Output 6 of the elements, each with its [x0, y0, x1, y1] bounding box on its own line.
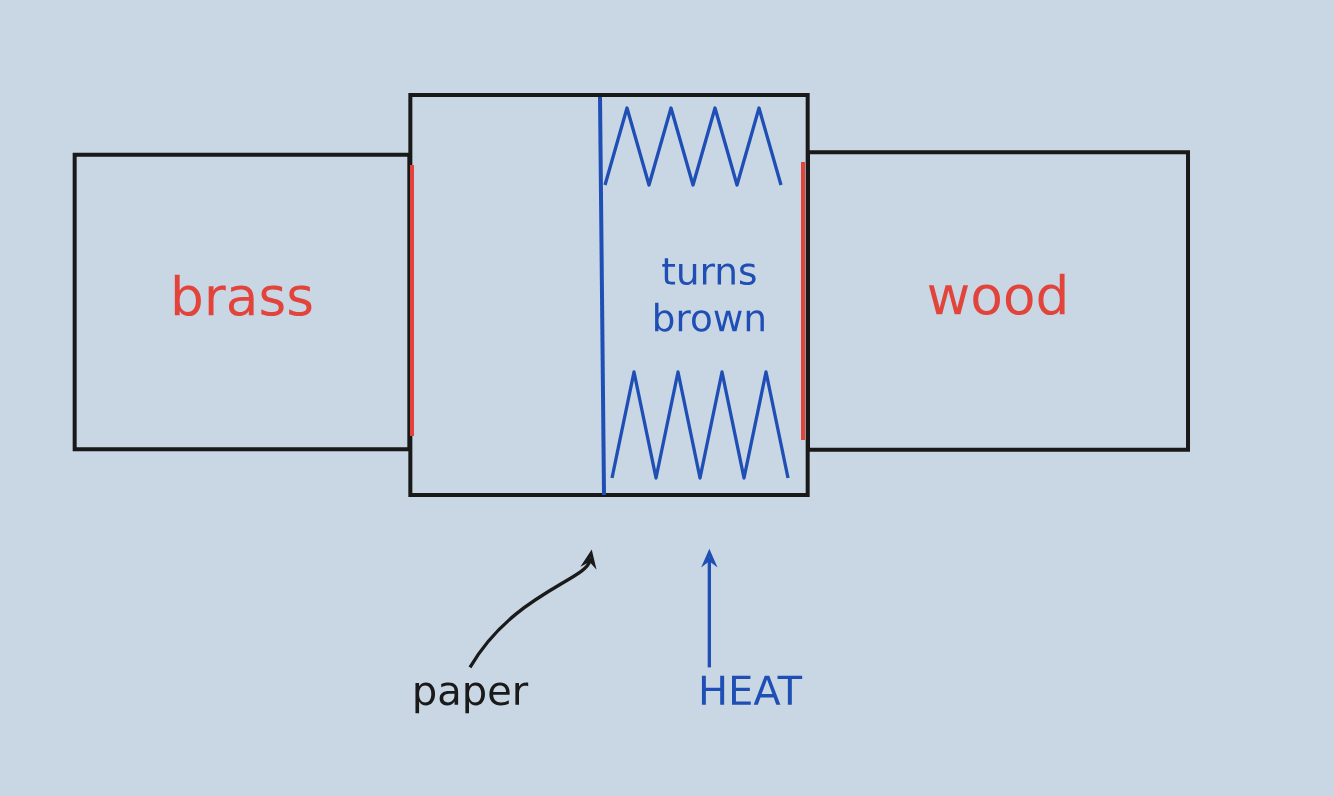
- wood-block: wood: [806, 150, 1190, 452]
- pointer-label: paper: [415, 682, 529, 714]
- paper-band: [408, 93, 810, 497]
- browned-region: turns brown: [603, 106, 790, 480]
- pointer-label: HEAT: [701, 675, 803, 705]
- brass-block: brass: [72, 152, 412, 452]
